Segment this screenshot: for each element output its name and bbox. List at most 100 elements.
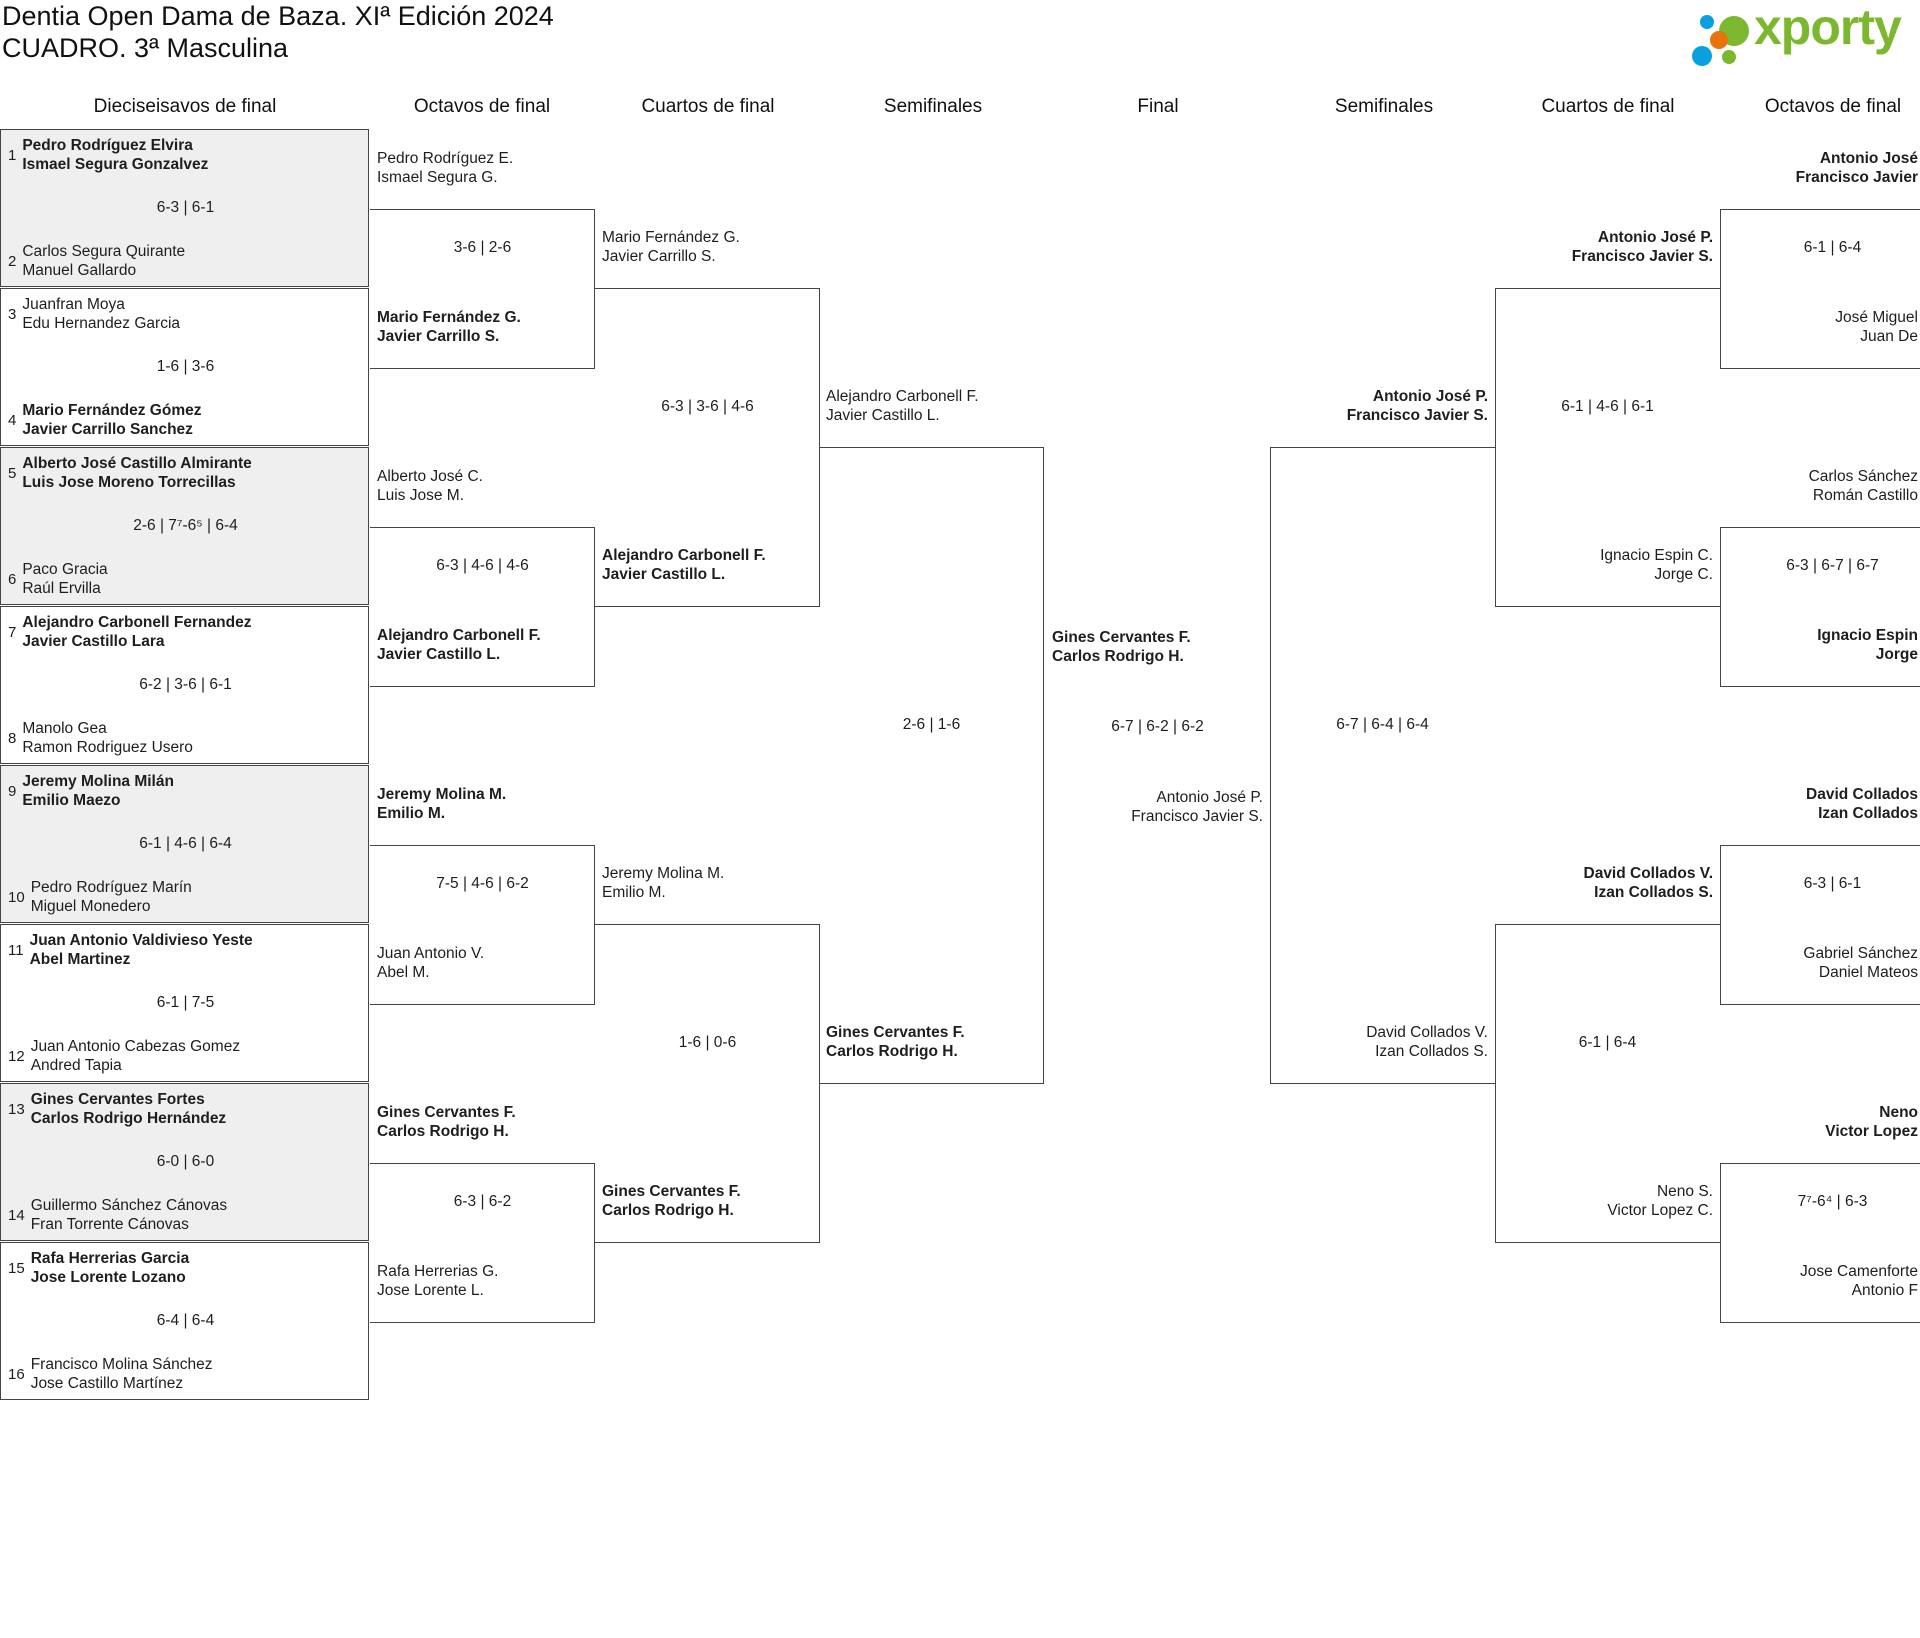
bracket-connector [370, 1162, 595, 1323]
match-score: 2-6 | 1-6 [902, 716, 961, 733]
team-names: Antonio José P. Francisco Javier S. [1495, 228, 1713, 266]
team-names: Pedro Rodríguez E.Ismael Segura G. [377, 149, 513, 187]
seed-number: 13 [8, 1100, 25, 1118]
team-names: Neno S.Victor Lopez C. [1495, 1182, 1713, 1220]
match-score: 6-2 | 3-6 | 6-1 [139, 676, 232, 693]
bracket-connector [1720, 526, 1920, 687]
player-name: Francisco Javier S. [1571, 248, 1713, 265]
player-name: Alejandro Carbonell Fernandez [22, 614, 252, 631]
player-name: Jorge [1875, 645, 1918, 663]
seed-number: 12 [8, 1047, 25, 1065]
player-name: Izan Collados [1818, 804, 1918, 822]
tournament-title: Dentia Open Dama de Baza. XIª Edición 20… [2, 1, 554, 31]
player-name: Izan Collados S. [1594, 884, 1713, 901]
round-header: Cuartos de final [1541, 96, 1675, 117]
player-name: Gines Cervantes F. [1052, 629, 1191, 646]
player-name: Javier Castillo L. [377, 645, 501, 663]
player-name: Raúl Ervilla [22, 580, 101, 597]
player-name: Javier Carrillo Sanchez [22, 421, 193, 438]
seed-number: 6 [8, 570, 17, 588]
player-name: Román Castillo [1812, 486, 1918, 504]
match-score: 6-3 | 6-1 [1803, 875, 1862, 892]
player-name: Gines Cervantes F. [377, 1103, 516, 1121]
seed-number: 9 [8, 782, 17, 800]
player-name: Javier Castillo L. [826, 407, 940, 424]
player-name: Juan Antonio Cabezas Gomez [30, 1038, 241, 1055]
bracket-connector [819, 447, 1044, 1084]
bracket-connector [1720, 208, 1920, 369]
xporty-logo: xporty [1690, 0, 1920, 68]
player-name: Alejandro Carbonell F. [602, 547, 766, 564]
player-name: Jeremy Molina M. [602, 865, 725, 882]
player-name: Pedro Rodríguez E. [377, 149, 514, 167]
player-name: Gabriel Sánchez [1803, 944, 1918, 962]
player-name: Ignacio Espin C. [1600, 547, 1713, 564]
round-header: Final [1137, 96, 1179, 117]
bracket-connector [1270, 447, 1496, 1084]
player-name: Antonio José P. [1156, 789, 1263, 806]
team-names: Rafa Herrerias G.Jose Lorente L. [377, 1262, 498, 1300]
match-score: 3-6 | 2-6 [453, 239, 512, 256]
match-score: 6-1 | 6-4 [1578, 1034, 1637, 1051]
player-name: Miguel Monedero [30, 898, 151, 915]
seed-number: 8 [8, 729, 17, 747]
player-name: Rafa Herrerias G. [377, 1262, 499, 1280]
player-name: Gines Cervantes F. [826, 1024, 965, 1041]
player-name: Manolo Gea [22, 720, 107, 737]
match-score: 6-1 | 6-4 [1803, 239, 1862, 256]
bracket-connector [370, 208, 595, 369]
player-name: Jeremy Molina Milán [22, 773, 174, 790]
player-name: Victor Lopez C. [1607, 1202, 1713, 1219]
player-name: Daniel Mateos [1818, 963, 1918, 981]
match-score: 6-3 | 6-7 | 6-7 [1786, 557, 1879, 574]
seed-number: 14 [8, 1206, 25, 1224]
seed-number: 11 [8, 941, 24, 959]
player-name: Gines Cervantes F. [602, 1183, 741, 1200]
player-name: Mario Fernández Gómez [22, 402, 202, 419]
player-name: Guillermo Sánchez Cánovas [30, 1197, 228, 1214]
player-name: Antonio José P. [1597, 229, 1713, 246]
player-name: Luis Jose M. [377, 486, 465, 504]
team-names: Juan Antonio V.Abel M. [377, 944, 484, 982]
player-name: David Collados V. [1366, 1024, 1488, 1041]
team-names: Gines Cervantes F.Carlos Rodrigo H. [602, 1182, 741, 1220]
final-score: 6-7 | 6-2 | 6-2 [1111, 718, 1204, 735]
player-name: Carlos Rodrigo Hernández [30, 1110, 227, 1127]
player-name: Jeremy Molina M. [377, 785, 507, 803]
player-name: Ismael Segura Gonzalvez [22, 156, 209, 173]
player-name: Mario Fernández G. [602, 229, 740, 246]
player-name: Victor Lopez [1825, 1122, 1918, 1140]
player-name: Juan Antonio Valdivieso Yeste [29, 932, 253, 949]
logo-dot-icon [1700, 15, 1714, 29]
team-names: David Collados V.Izan Collados S. [1495, 864, 1714, 902]
match-score: 6-1 | 4-6 | 6-4 [139, 835, 232, 852]
player-name: Paco Gracia [22, 561, 108, 578]
player-name: Javier Carrillo S. [377, 327, 500, 345]
team-names: Alejandro Carbonell F. Javier Castillo L. [826, 387, 979, 425]
player-name: Alejandro Carbonell F. [826, 388, 979, 405]
player-name: Francisco Javier S. [1346, 407, 1488, 424]
player-name: Jose Lorente L. [377, 1281, 484, 1299]
player-name: David Collados [1806, 785, 1918, 803]
team-names: Alberto José C.Luis Jose M. [377, 467, 483, 505]
team-names: Alejandro Carbonell F.Javier Castillo L. [377, 626, 541, 664]
match-score: 7⁷-6⁴ | 6-3 [1797, 1193, 1868, 1210]
finalist-left: Gines Cervantes F.Carlos Rodrigo H. [1052, 628, 1191, 666]
draw-subtitle: CUADRO. 3ª Masculina [2, 33, 289, 63]
player-name: Jose Lorente Lozano [30, 1269, 186, 1286]
